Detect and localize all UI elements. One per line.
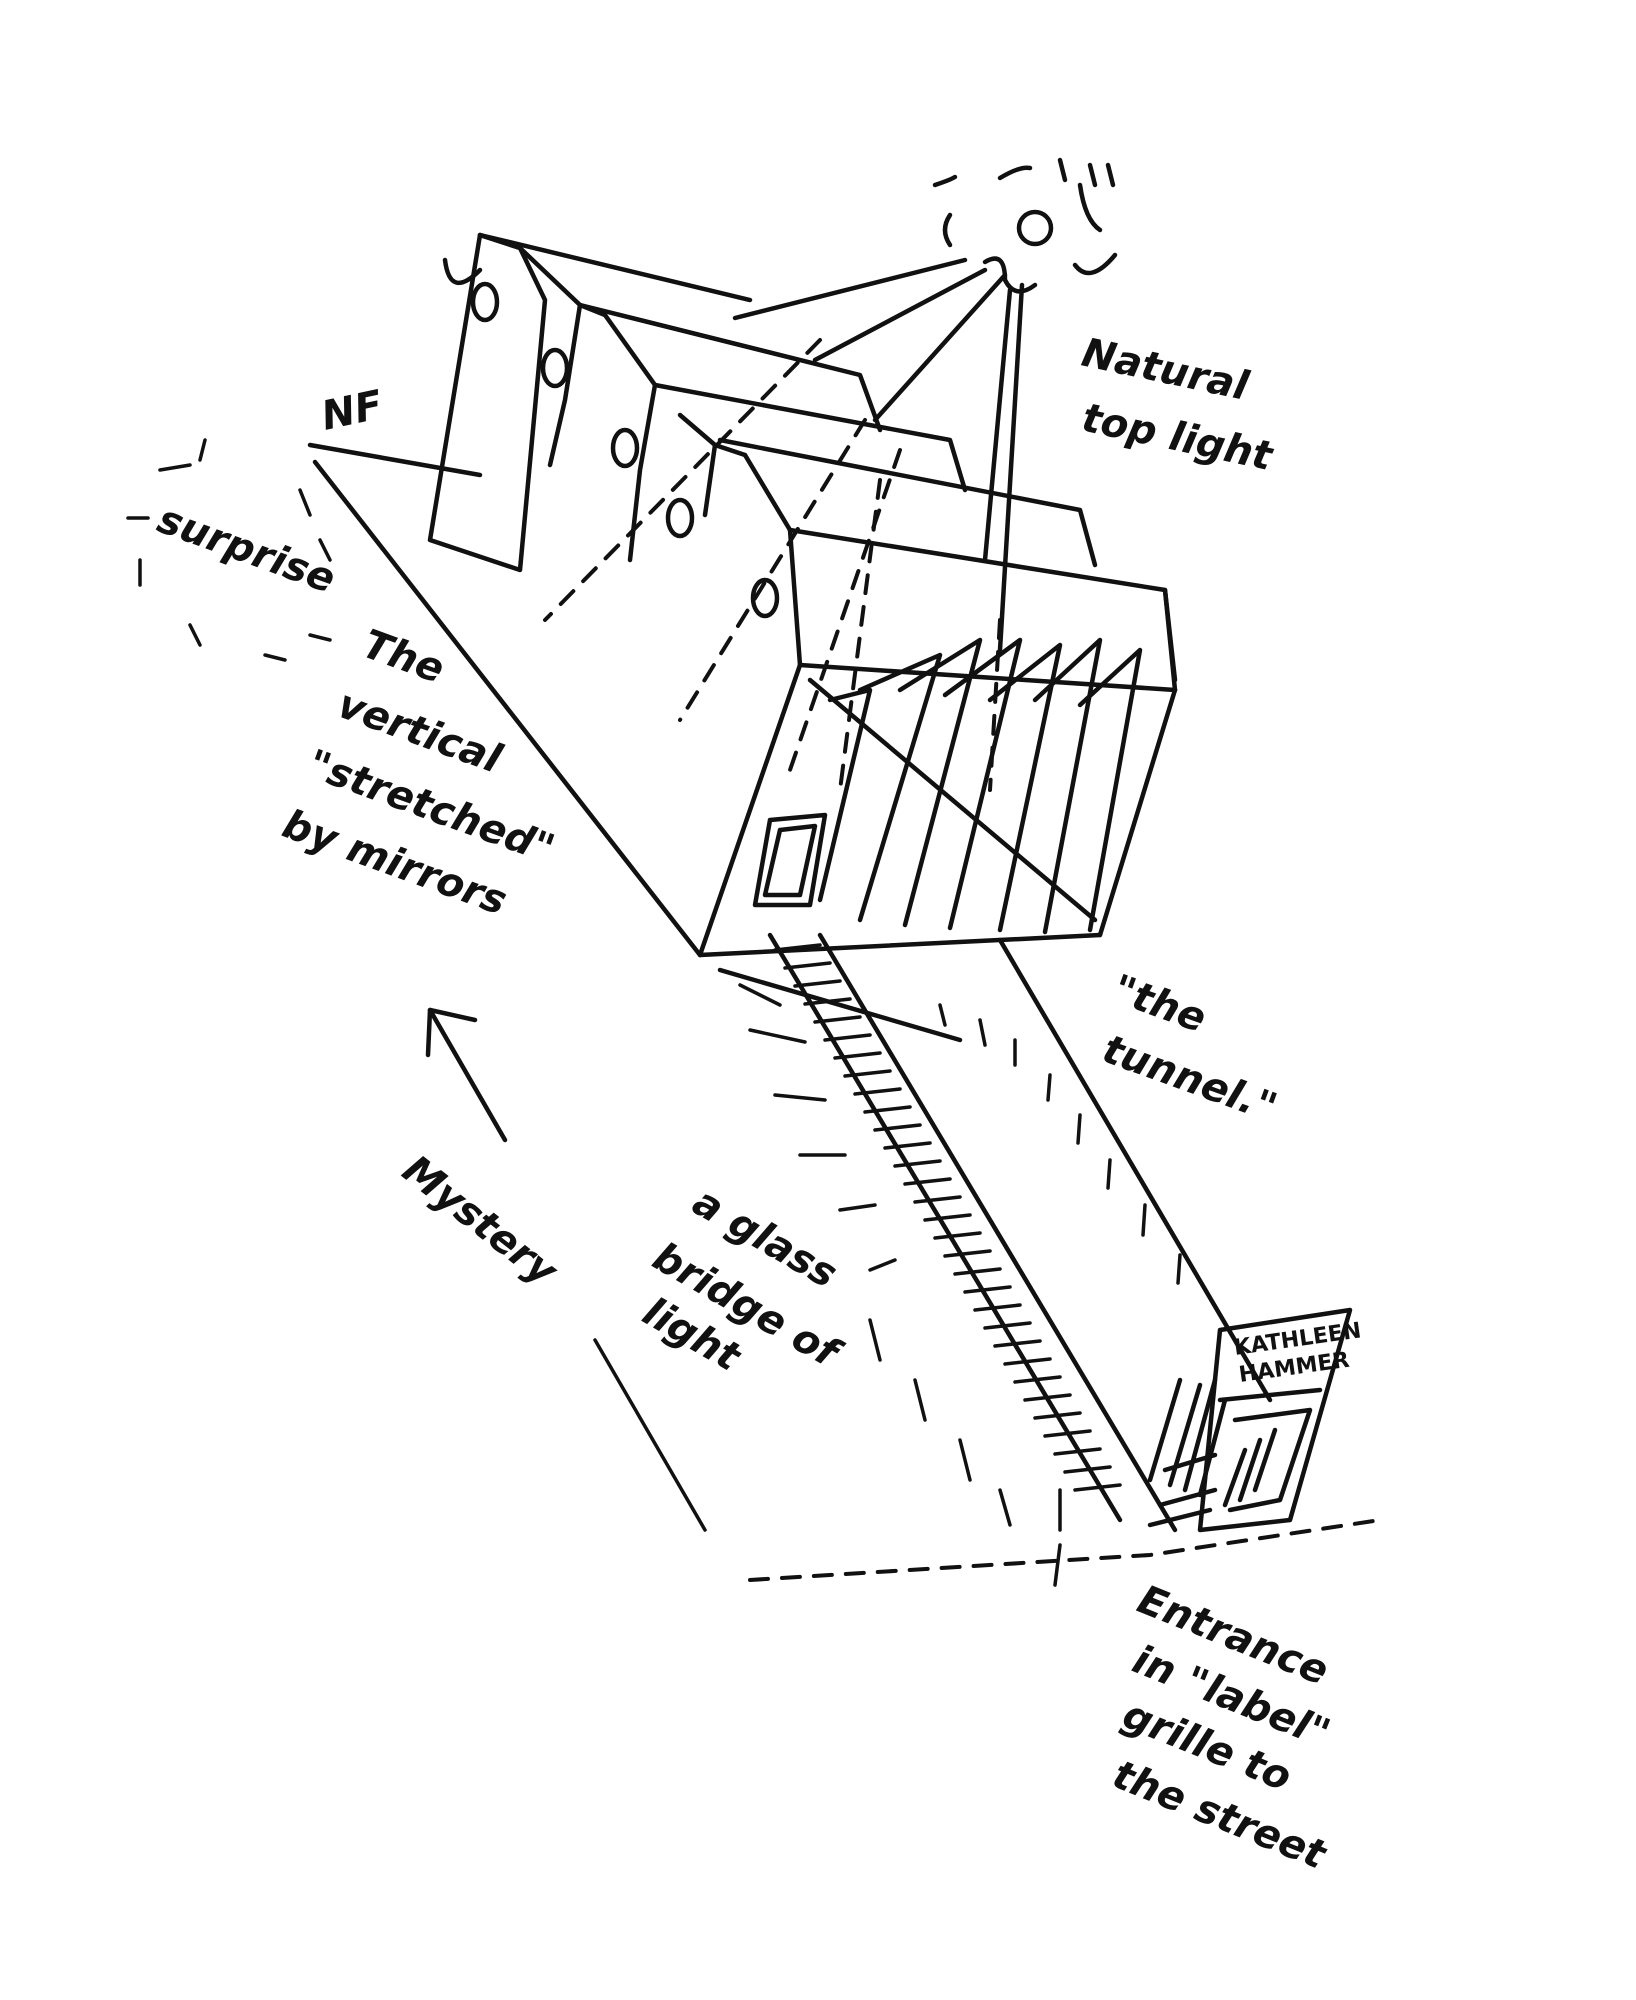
surprise-burst-marks bbox=[126, 438, 332, 662]
surprise-label: surprise bbox=[152, 496, 342, 603]
tunnel bbox=[717, 937, 1273, 1403]
natural-top-light-line-2: top light bbox=[1078, 395, 1278, 480]
facade-mirrors bbox=[697, 637, 1178, 958]
light-rays bbox=[732, 257, 1025, 653]
entrance-grille bbox=[1147, 1307, 1353, 1533]
roof-volumes bbox=[427, 232, 1178, 693]
mystery-label: Mystery bbox=[394, 1147, 567, 1296]
the-tunnel-line-2: tunnel." bbox=[1097, 1026, 1283, 1131]
glass-bridge bbox=[767, 932, 1178, 1533]
street-line bbox=[748, 1518, 1382, 1582]
nf-label: NF bbox=[318, 382, 387, 440]
mystery-arrow bbox=[425, 1007, 508, 1143]
sun-icon bbox=[932, 157, 1118, 294]
ground-plane bbox=[307, 442, 703, 958]
vertical-stretched-line-1: The bbox=[357, 621, 451, 693]
light-glow-marks bbox=[593, 983, 1182, 1587]
